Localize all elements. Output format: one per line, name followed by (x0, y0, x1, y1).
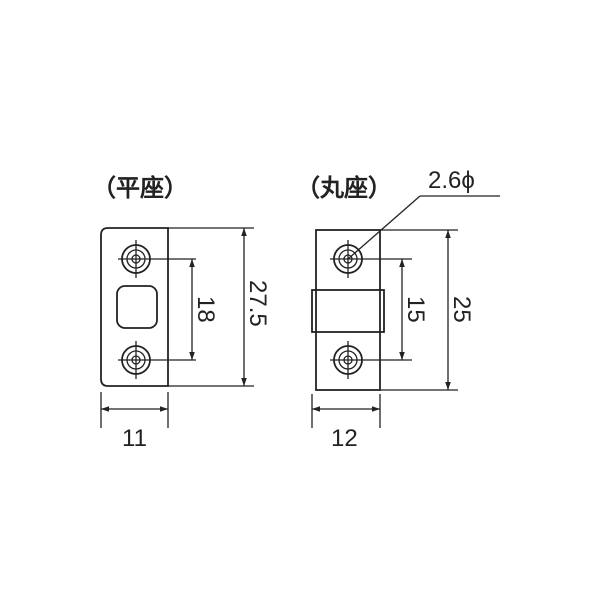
round-plate-label: （丸座） (296, 174, 392, 202)
round-plate-outline (315, 229, 381, 391)
round-width-dimension: 12 (331, 425, 358, 452)
hole-diameter-leader (347, 195, 421, 260)
flat-plate-top-hole (118, 240, 196, 278)
round-height-dimension: 25 (448, 296, 475, 323)
round-plate-top-hole (330, 240, 412, 278)
flat-pitch-dimension: 18 (192, 296, 219, 323)
round-plate-band (311, 289, 385, 333)
round-plate-bottom-hole (330, 341, 412, 379)
flat-plate-opening (116, 285, 158, 329)
flat-height-dimension: 27.5 (244, 280, 271, 327)
flat-plate-bottom-hole (118, 341, 196, 379)
flat-plate-outline (100, 227, 169, 387)
round-pitch-dimension: 15 (402, 296, 429, 323)
flat-strike-plate: （平座） 18 27.5 (92, 174, 271, 452)
round-strike-plate: （丸座） 2.6ϕ 15 (296, 167, 500, 452)
hole-diameter-callout: 2.6ϕ (428, 167, 475, 194)
flat-width-dimension: 11 (122, 425, 147, 452)
flat-plate-label: （平座） (92, 174, 188, 202)
